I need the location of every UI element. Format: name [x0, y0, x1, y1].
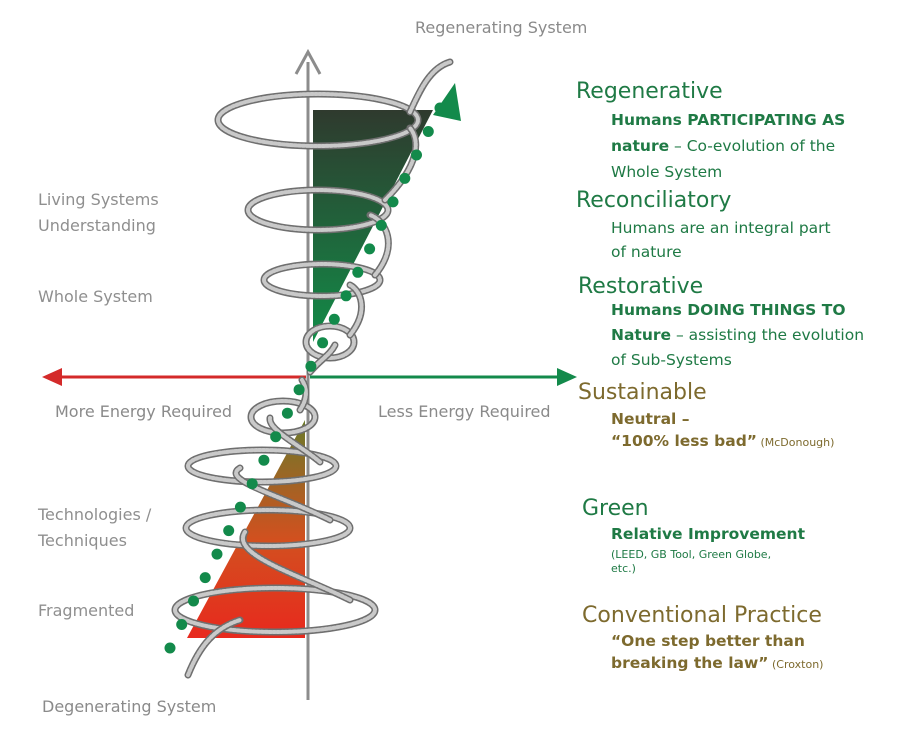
diagonal-dot: [317, 337, 329, 349]
diagonal-dot: [176, 619, 188, 630]
diagonal-dot: [328, 313, 340, 325]
regenerative-heading: Regenerative: [576, 79, 723, 104]
less-energy-label: Less Energy Required: [378, 402, 551, 421]
diagonal-dot: [188, 595, 199, 607]
diagonal-dot: [293, 384, 305, 396]
restorative-description: Humans DOING THINGS TO Nature – assistin…: [611, 301, 865, 369]
more-energy-arrowhead: [42, 368, 62, 386]
diagonal-dot: [199, 572, 211, 584]
restorative-heading: Restorative: [578, 274, 704, 299]
diagonal-dot: [281, 407, 293, 419]
whole-system-label: Whole System: [38, 287, 153, 306]
diagonal-dot: [211, 548, 223, 560]
conventional-description: “One step better than breaking the law” …: [611, 632, 824, 672]
diagonal-dot: [305, 360, 317, 372]
sustainable-heading: Sustainable: [578, 380, 707, 405]
diagonal-dot: [399, 172, 411, 184]
diagonal-dot: [340, 290, 352, 302]
regenerating-system-label: Regenerating System: [415, 18, 588, 37]
green-heading: Green: [582, 496, 649, 521]
diagonal-dot: [234, 501, 246, 513]
diagonal-dot: [164, 642, 176, 654]
less-energy-arrowhead: [557, 368, 577, 386]
diagonal-dot: [375, 219, 387, 231]
evolution-spiral: [171, 58, 454, 679]
more-energy-label: More Energy Required: [55, 402, 233, 421]
diagonal-dot: [364, 243, 376, 255]
diagonal-dot: [387, 196, 399, 208]
diagonal-dot: [434, 102, 446, 114]
vertical-axis-arrowhead: [294, 48, 322, 75]
reconciliatory-description: Humans are an integral part of nature: [611, 219, 831, 261]
diagonal-dot: [411, 149, 422, 161]
sustainable-description: Neutral – “100% less bad” (McDonough): [611, 410, 835, 450]
diagonal-dot: [352, 266, 364, 278]
diagonal-dot: [422, 126, 434, 137]
fragmented-label: Fragmented: [38, 601, 135, 620]
living-systems-label: Living Systems Understanding: [38, 190, 159, 235]
technologies-label: Technologies / Techniques: [38, 505, 152, 550]
green-description: Relative Improvement: [611, 525, 805, 543]
diagonal-dot: [258, 454, 270, 466]
regenerative-description: Humans PARTICIPATING AS nature – Co-evol…: [611, 111, 846, 181]
degenerating-system-label: Degenerating System: [42, 697, 217, 716]
diagonal-dot: [270, 431, 282, 443]
conventional-heading: Conventional Practice: [582, 603, 822, 628]
green-examples: (LEED, GB Tool, Green Globe, etc.): [611, 548, 772, 575]
regenerative-arrowhead: [433, 83, 461, 121]
evolution-dotted-line: [164, 102, 446, 654]
diagonal-dot: [223, 525, 235, 537]
reconciliatory-heading: Reconciliatory: [576, 188, 732, 213]
diagonal-dot: [246, 478, 258, 490]
